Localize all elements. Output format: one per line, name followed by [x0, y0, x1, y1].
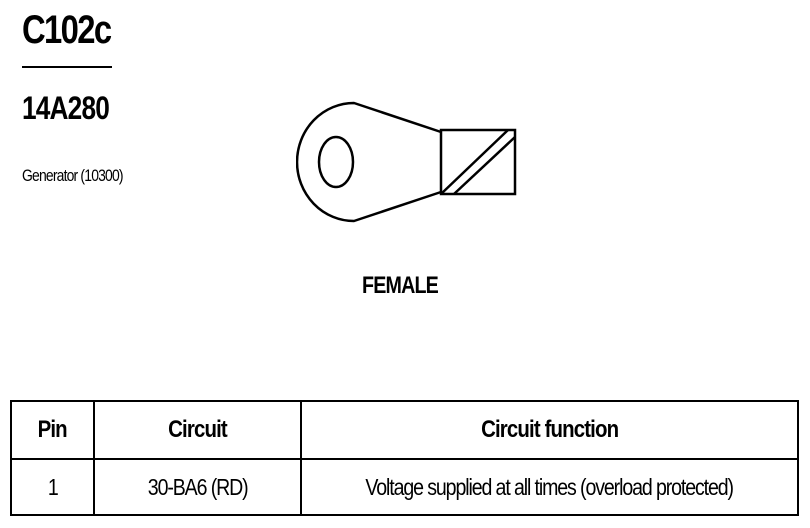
header-circuit-label: Circuit — [168, 416, 228, 443]
crimp-hatch-line — [453, 136, 516, 195]
component-name: Generator (10300) — [22, 166, 124, 185]
part-number: 14A280 — [22, 90, 110, 126]
table-header-row: Pin Circuit Circuit function — [10, 400, 799, 460]
circuit-function-text: Voltage supplied at all times (overload … — [365, 473, 735, 500]
ring-terminal-outline — [296, 101, 442, 223]
pin-table: Pin Circuit Circuit function 1 30-BA6 (R… — [10, 400, 799, 516]
cell-pin: 1 — [10, 458, 95, 516]
ring-terminal-icon — [296, 101, 517, 223]
gender-label: FEMALE — [362, 272, 439, 299]
cell-circuit: 30-BA6 (RD) — [93, 458, 302, 516]
table-row: 1 30-BA6 (RD) Voltage supplied at all ti… — [10, 458, 799, 516]
cell-circuit-function: Voltage supplied at all times (overload … — [300, 458, 799, 516]
crimp-hatch-line — [440, 129, 509, 195]
header-circuit-function: Circuit function — [300, 400, 799, 460]
title-underline — [22, 66, 112, 68]
connector-id: C102c — [22, 8, 112, 52]
header-pin: Pin — [10, 400, 95, 460]
header-function-label: Circuit function — [480, 416, 619, 443]
header-circuit: Circuit — [93, 400, 302, 460]
pin-number: 1 — [47, 473, 59, 500]
ring-terminal-hole — [317, 135, 355, 189]
circuit-code: 30-BA6 (RD) — [147, 473, 249, 500]
header-pin-label: Pin — [37, 416, 68, 443]
